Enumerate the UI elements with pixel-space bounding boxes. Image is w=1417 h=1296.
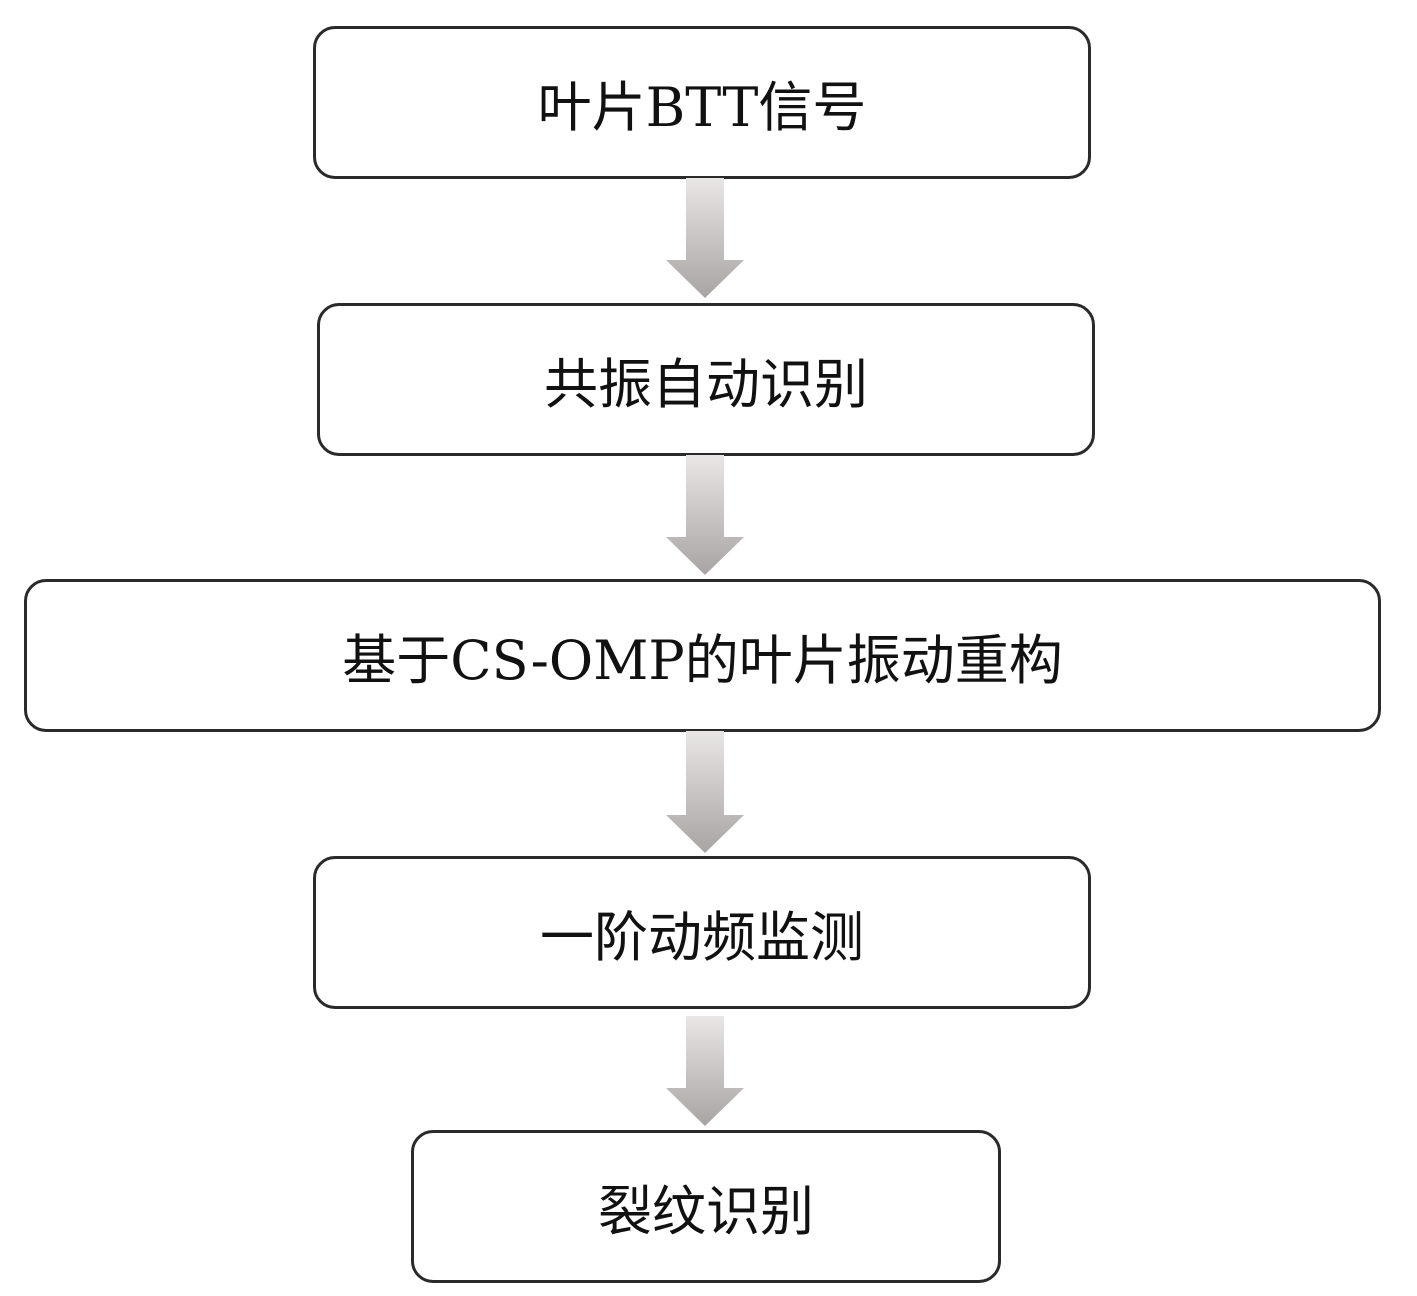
step-first-order-frequency-monitoring: 一阶动频监测 — [313, 856, 1091, 1009]
step-resonance-identification: 共振自动识别 — [317, 303, 1095, 456]
step-blade-btt-signal: 叶片BTT信号 — [313, 26, 1091, 179]
arrow-down-icon — [666, 731, 744, 853]
step-crack-identification: 裂纹识别 — [411, 1130, 1001, 1283]
arrow-down-icon — [666, 1016, 744, 1126]
step-label: 裂纹识别 — [598, 1180, 814, 1243]
arrow-down-icon — [666, 178, 744, 298]
step-label: 共振自动识别 — [544, 353, 868, 416]
step-cs-omp-reconstruction: 基于CS-OMP的叶片振动重构 — [24, 579, 1381, 732]
arrow-down-icon — [666, 455, 744, 575]
step-label: 基于CS-OMP的叶片振动重构 — [342, 629, 1063, 692]
step-label: 叶片BTT信号 — [537, 76, 867, 139]
step-label: 一阶动频监测 — [540, 906, 864, 969]
